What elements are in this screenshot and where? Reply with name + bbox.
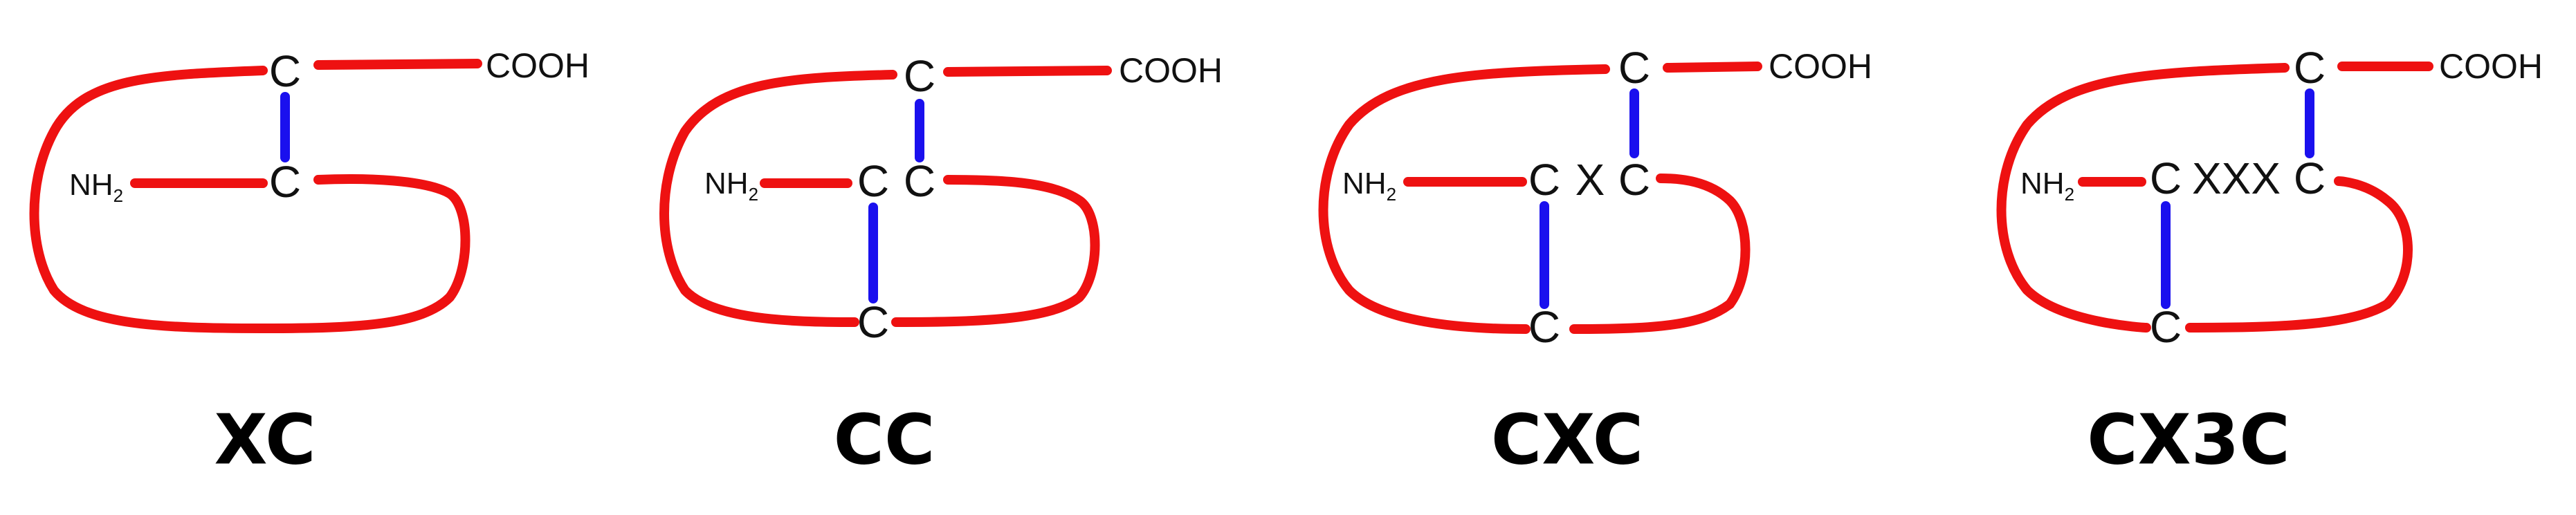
cx3c-backbone-return (2185, 176, 2413, 333)
cc-family-label: CC (834, 400, 935, 480)
cx3c-family-label: CX3C (2087, 400, 2290, 480)
cc-backbone-return (891, 175, 1100, 327)
cc-carboxyl-terminus: COOH (1119, 51, 1223, 90)
cc-cysteine-top: C (904, 51, 935, 101)
xc-carboxyl-terminus: COOH (486, 46, 590, 85)
cxc-backbone-return (1569, 174, 1751, 334)
cc-panel: C C C C NH2 COOH CC (659, 51, 1223, 480)
cxc-cysteine-top: C (1618, 43, 1650, 93)
xc-cysteine-bottom: C (269, 157, 301, 207)
cx3c-panel: C C XXX C C NH2 COOH CX3C (1996, 43, 2543, 480)
cx3c-amino-terminus: NH2 (2020, 167, 2074, 205)
cc-amino-terminus: NH2 (704, 167, 758, 205)
cc-cysteine-middle-left: C (857, 156, 889, 206)
cxc-carboxyl-terminus: COOH (1769, 47, 1872, 86)
xc-amino-terminus: NH2 (69, 168, 123, 206)
xc-family-label: XC (214, 400, 316, 480)
cxc-cysteine-bottom: C (1528, 302, 1560, 352)
cx3c-spacer-residues: XXX (2192, 153, 2281, 203)
cxc-family-label: CXC (1491, 400, 1643, 480)
xc-cysteine-top: C (269, 46, 301, 96)
cxc-cysteine-middle-right: C (1618, 155, 1650, 205)
cc-cysteine-middle-right: C (904, 156, 935, 206)
xc-backbone-top (29, 66, 471, 333)
xc-panel: C C NH2 COOH XC (29, 46, 590, 480)
cxc-amino-terminus: NH2 (1342, 167, 1396, 205)
cx3c-cysteine-middle-left: C (2150, 153, 2182, 203)
cxc-panel: C C X C C NH2 COOH CXC (1318, 43, 1872, 480)
cc-backbone-cterm (943, 66, 1112, 77)
cx3c-cysteine-top: C (2294, 43, 2326, 93)
cxc-spacer-residue: X (1575, 155, 1605, 205)
cx3c-cysteine-bottom: C (2150, 302, 2182, 352)
cx3c-carboxyl-terminus: COOH (2439, 47, 2543, 86)
cxc-backbone-cterm (1663, 62, 1762, 73)
cx3c-backbone-loop (1996, 63, 2290, 333)
cx3c-cysteine-middle-right: C (2294, 153, 2326, 203)
cxc-cysteine-middle-left: C (1528, 155, 1560, 205)
cxc-backbone-loop (1318, 64, 1610, 334)
cc-backbone-loop (659, 70, 897, 327)
xc-backbone-cterm (313, 59, 482, 70)
cc-cysteine-bottom: C (857, 297, 889, 347)
